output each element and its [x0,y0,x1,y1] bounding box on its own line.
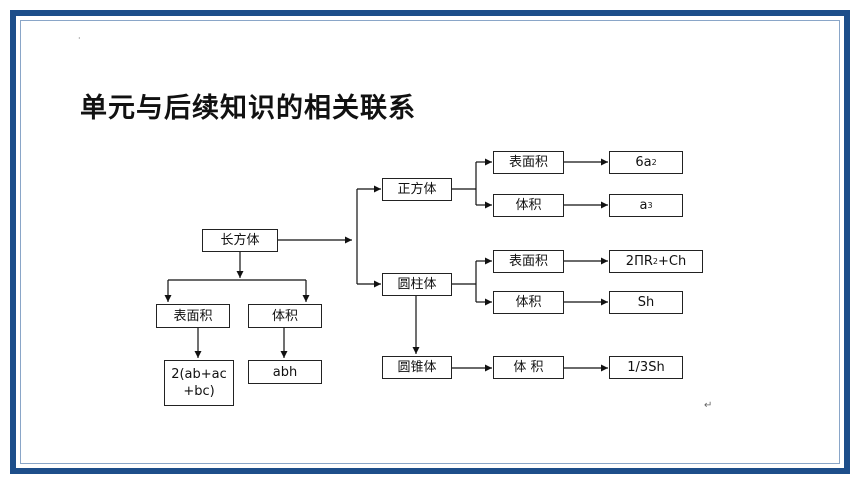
cuboid-surface-formula-line1: 2(ab+ac [171,367,227,382]
box-cone-volume-formula: 1/3Sh [609,356,683,379]
cylinder-surface-formula-post: +Ch [657,254,687,269]
box-cone: 圆锥体 [382,356,452,379]
box-cuboid-surface-formula: 2(ab+ac +bc) [164,360,234,406]
box-cube-volume: 体积 [493,194,564,217]
box-cuboid-volume-formula: abh [248,360,322,384]
box-cylinder-volume-formula: Sh [609,291,683,314]
corner-dot: · [78,34,81,43]
box-cube: 正方体 [382,178,452,201]
box-cylinder-surface: 表面积 [493,250,564,273]
cube-volume-formula-base: a [639,198,648,213]
cylinder-surface-formula-pre: 2ΠR [625,254,653,269]
cuboid-surface-formula-line2: +bc) [183,384,215,399]
box-cube-surface: 表面积 [493,151,564,174]
box-cone-volume: 体 积 [493,356,564,379]
cube-surface-formula-base: 6a [635,155,652,170]
slide-title: 单元与后续知识的相关联系 [80,93,416,124]
slide-inner-border [20,20,840,464]
return-mark-icon: ↵ [704,400,713,411]
box-cuboid-volume: 体积 [248,304,322,328]
box-cylinder-volume: 体积 [493,291,564,314]
box-cuboid-surface: 表面积 [156,304,230,328]
box-cylinder: 圆柱体 [382,273,452,296]
box-cuboid: 长方体 [202,229,278,252]
slide-frame [10,10,850,474]
